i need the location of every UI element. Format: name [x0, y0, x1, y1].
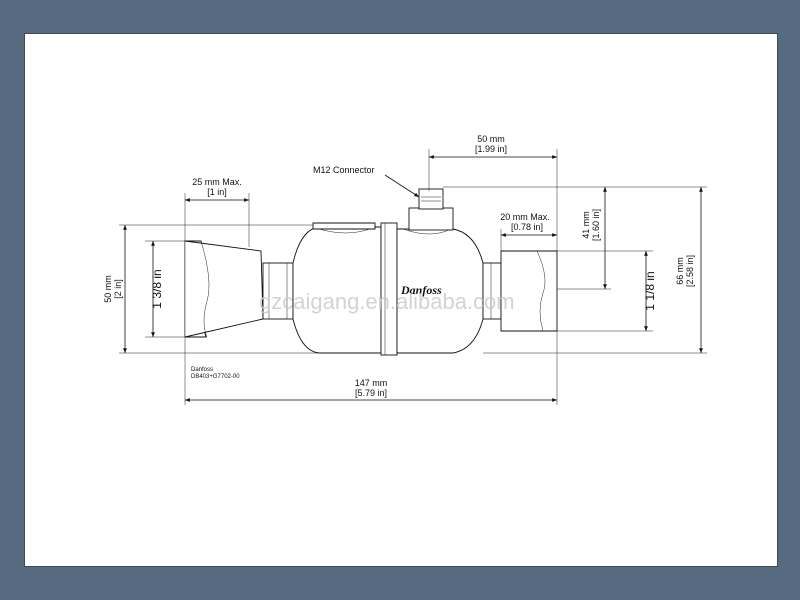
m12-connector-base	[408, 207, 454, 231]
brand-on-body: Danfoss	[400, 283, 442, 297]
svg-text:25 mm Max.: 25 mm Max.	[192, 177, 242, 187]
technical-drawing: Danfoss gzcaigang.en.alibaba.com 50 mm […	[103, 134, 707, 405]
dim-right-fitting: 1 1/8 in	[557, 250, 657, 332]
svg-text:[0.78 in]: [0.78 in]	[511, 222, 543, 232]
dim-connector-width: 50 mm [1.99 in]	[428, 134, 558, 251]
dim-overall-length: 147 mm [5.79 in]	[185, 331, 558, 405]
svg-text:50 mm: 50 mm	[477, 134, 505, 144]
svg-text:147 mm: 147 mm	[355, 378, 388, 388]
svg-text:[1.99 in]: [1.99 in]	[475, 144, 507, 154]
dim-left-socket: 25 mm Max. [1 in]	[184, 177, 250, 405]
part-caption: Danfoss DB403+G7702-00	[191, 367, 240, 380]
dim-left-fitting: 1 3/8 in	[145, 240, 185, 338]
svg-text:1 3/8 in: 1 3/8 in	[150, 269, 164, 308]
svg-text:[2.58 in]: [2.58 in]	[685, 255, 695, 287]
caption-code: DB403+G7702-00	[191, 374, 240, 380]
callout-m12: M12 Connector	[313, 165, 420, 198]
dim-connector-height: 41 mm [1.60 in]	[443, 186, 707, 290]
filter-drier-outline	[184, 188, 558, 356]
m12-connector-label: M12 Connector	[313, 165, 375, 175]
caption-brand: Danfoss	[191, 367, 213, 373]
svg-text:50 mm: 50 mm	[103, 275, 113, 303]
svg-text:20 mm Max.: 20 mm Max.	[500, 212, 550, 222]
svg-text:[2 in]: [2 in]	[113, 279, 123, 299]
dim-right-socket: 20 mm Max. [0.78 in]	[500, 212, 557, 253]
dim-left-height: 50 mm [2 in]	[103, 224, 319, 354]
left-nut	[262, 262, 294, 320]
svg-text:[1.60 in]: [1.60 in]	[591, 209, 601, 241]
drawing-sheet: Danfoss gzcaigang.en.alibaba.com 50 mm […	[24, 33, 778, 567]
svg-text:41 mm: 41 mm	[581, 211, 591, 239]
svg-text:[5.79 in]: [5.79 in]	[355, 388, 387, 398]
svg-text:66 mm: 66 mm	[675, 257, 685, 285]
svg-text:[1 in]: [1 in]	[207, 187, 227, 197]
svg-text:1 1/8 in: 1 1/8 in	[643, 271, 657, 310]
m12-connector-nut	[418, 188, 444, 210]
watermark: gzcaigang.en.alibaba.com	[259, 289, 515, 314]
dim-overall-height: 66 mm [2.58 in]	[483, 187, 707, 354]
